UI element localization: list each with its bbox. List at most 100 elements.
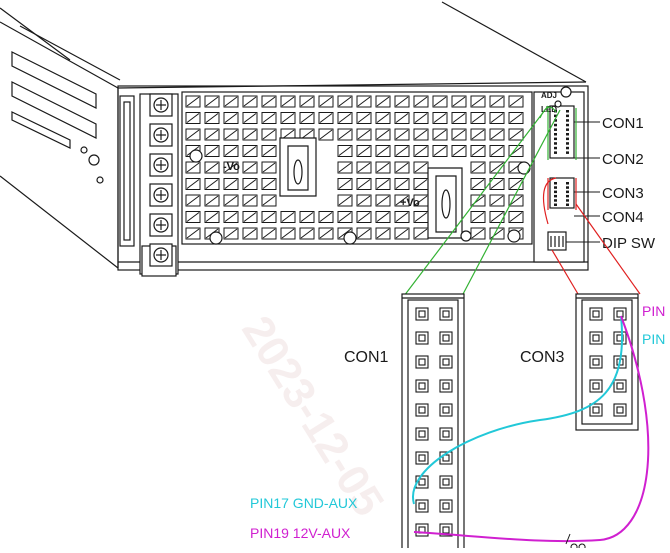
- vent-slot: [337, 161, 353, 174]
- vent-slot: [242, 194, 258, 207]
- vent-slot-diagonal: [357, 146, 371, 156]
- vent-slot: [356, 194, 372, 207]
- side-slot-3: [11, 111, 71, 149]
- vent-slot-diagonal: [224, 195, 238, 206]
- vent-slot-diagonal: [224, 129, 238, 140]
- con1-pin-inner: [418, 358, 426, 366]
- vent-slot-diagonal: [376, 228, 390, 239]
- vent-slot-diagonal: [376, 195, 390, 206]
- vent-slot-diagonal: [509, 179, 523, 189]
- vent-slot-diagonal: [338, 113, 352, 123]
- watermark: 2023-12-05: [232, 308, 393, 525]
- vent-slot-diagonal: [243, 179, 257, 189]
- vent-slot-diagonal: [490, 212, 504, 222]
- con3-pin-inner: [592, 358, 600, 366]
- vent-slot-diagonal: [395, 146, 409, 156]
- con1-pin-inner: [418, 310, 426, 318]
- header-pin: [566, 119, 569, 122]
- vent-slot-diagonal: [281, 96, 295, 107]
- vent-slot: [356, 161, 372, 174]
- vent-slot: [261, 227, 277, 240]
- vent-slot: [356, 178, 372, 190]
- vent-slot: [375, 227, 391, 240]
- vent-slot: [261, 112, 277, 124]
- vent-slot-diagonal: [471, 129, 485, 140]
- vent-slot: [508, 194, 524, 207]
- vent-slot-diagonal: [376, 146, 390, 156]
- vent-slot-diagonal: [376, 162, 390, 173]
- vent-slot-diagonal: [205, 212, 219, 222]
- vent-slot-diagonal: [357, 96, 371, 107]
- vent-slot: [375, 211, 391, 223]
- vent-slot-diagonal: [338, 212, 352, 222]
- vent-slot: [470, 128, 486, 141]
- vent-slot: [280, 112, 296, 124]
- vent-slot-diagonal: [262, 146, 276, 156]
- con1-pin-inner: [442, 502, 450, 510]
- vent-slot: [337, 211, 353, 223]
- vent-slot: [299, 112, 315, 124]
- vent-slot: [242, 95, 258, 108]
- vent-slot-diagonal: [338, 162, 352, 173]
- vent-slot-diagonal: [300, 228, 314, 239]
- vent-slot-diagonal: [300, 212, 314, 222]
- vent-slot: [394, 178, 410, 190]
- vent-slot: [280, 211, 296, 223]
- vent-slot: [508, 178, 524, 190]
- header-pin: [566, 128, 569, 131]
- vent-slot: [470, 95, 486, 108]
- vent-slot-diagonal: [433, 146, 447, 156]
- vent-slot-diagonal: [414, 113, 428, 123]
- vent-slot: [185, 211, 201, 223]
- vent-slot-diagonal: [490, 146, 504, 156]
- con3-connector-detail: [575, 293, 639, 431]
- header-pin: [566, 123, 569, 127]
- header-pin: [554, 137, 557, 141]
- vent-slot: [318, 227, 334, 240]
- vent-slot-diagonal: [471, 146, 485, 156]
- vent-slot: [451, 95, 467, 108]
- front-handle: [119, 95, 135, 247]
- vent-slot-diagonal: [205, 129, 219, 140]
- vent-slot: [318, 95, 334, 108]
- vent-slot: [261, 128, 277, 141]
- vent-slot: [432, 112, 448, 124]
- header-pin: [566, 151, 569, 154]
- vent-slot-diagonal: [471, 96, 485, 107]
- psu-side-bottom: [0, 175, 119, 269]
- vent-slot: [375, 194, 391, 207]
- vent-grid: [185, 95, 524, 240]
- vent-slot-diagonal: [205, 195, 219, 206]
- header-pin: [566, 199, 569, 202]
- vent-slot: [242, 112, 258, 124]
- con1-pin-inner: [442, 526, 450, 534]
- header-pin: [566, 182, 569, 185]
- psu-front-face: [117, 85, 589, 271]
- vent-slot-diagonal: [376, 113, 390, 123]
- vent-slot-diagonal: [262, 212, 276, 222]
- vent-slot: [261, 211, 277, 223]
- vent-slot: [223, 161, 239, 174]
- con3-pin-inner: [616, 382, 624, 390]
- con1-pin-inner: [442, 406, 450, 414]
- psu-front-details: [119, 86, 585, 277]
- vent-slot-diagonal: [224, 212, 238, 222]
- vent-slot-diagonal: [186, 212, 200, 222]
- front-hole: [189, 149, 203, 163]
- vent-slot-diagonal: [414, 129, 428, 140]
- vent-slot-diagonal: [205, 162, 219, 173]
- led-label: LED: [541, 105, 557, 114]
- vent-slot: [261, 161, 277, 174]
- cyan-gnd-aux-wire: [412, 315, 623, 505]
- header-pin: [554, 142, 557, 145]
- vent-slot: [470, 161, 486, 174]
- vent-slot-diagonal: [300, 113, 314, 123]
- vent-slot: [356, 227, 372, 240]
- header-pin: [554, 119, 557, 122]
- adj-knob-icon: [560, 86, 572, 98]
- vent-slot: [470, 178, 486, 190]
- adj-label: ADJ: [541, 91, 557, 100]
- dip-switch: [547, 231, 567, 251]
- vent-slot: [394, 227, 410, 240]
- callout-dip-sw: DIP SW: [602, 235, 656, 252]
